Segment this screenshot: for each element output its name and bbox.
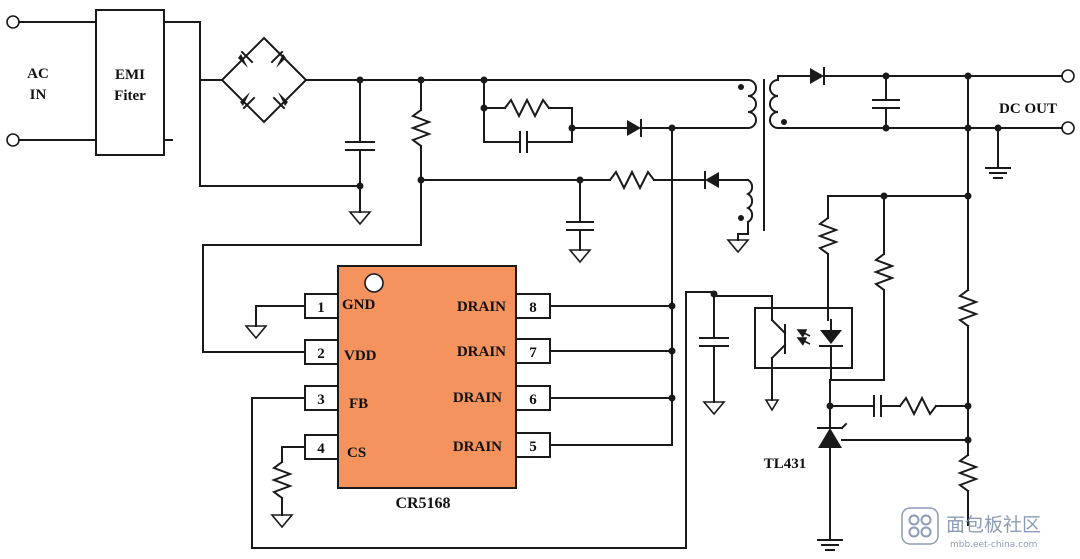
ic-pin-6: 6 DRAIN [453, 385, 551, 411]
pin-name-fb: FB [349, 396, 368, 412]
ic-pin-7: 7 DRAIN [457, 338, 551, 364]
pin-number: 8 [529, 300, 537, 316]
pin-number: 4 [317, 441, 325, 457]
tl431: TL431 [764, 379, 848, 551]
pin-name-vdd: VDD [344, 348, 377, 364]
ic-pin-8: 8 DRAIN [457, 293, 551, 319]
aux-supply [420, 169, 749, 264]
watermark-url: mbb.eet-china.com [950, 540, 1037, 550]
pin-number: 3 [317, 392, 325, 408]
pin-number: 7 [529, 345, 537, 361]
pin-name-drain: DRAIN [457, 344, 506, 360]
pin-name-gnd: GND [342, 297, 376, 313]
pin-number: 6 [529, 392, 537, 408]
cr5168-ic: 1 GND 2 VDD 3 FB 4 CS 8 DRAIN 7 DRAIN [304, 265, 551, 512]
pin-name-drain: DRAIN [457, 299, 506, 315]
ac-in-label-1: AC [27, 66, 49, 82]
ic-part-label: CR5168 [395, 495, 450, 512]
bulk-capacitor [345, 76, 375, 226]
pin-name-drain: DRAIN [453, 390, 502, 406]
ac-in-label-2: IN [30, 87, 47, 103]
ic-pin-2: 2 VDD [304, 339, 377, 365]
pin-name-cs: CS [347, 445, 366, 461]
ac-input: AC IN [6, 15, 97, 147]
pin-number: 1 [317, 300, 325, 316]
tl431-label: TL431 [764, 456, 807, 472]
bridge-rectifier [199, 36, 491, 187]
emi-filter: EMI Fiter [95, 9, 201, 156]
dc-out-label: DC OUT [999, 101, 1057, 117]
pin-name-drain: DRAIN [453, 439, 502, 455]
ic-pin-4: 4 CS [304, 434, 366, 461]
ic-pin-1: 1 GND [304, 293, 376, 319]
fb-path [251, 290, 773, 549]
pin-number: 2 [317, 346, 325, 362]
watermark-text: 面包板社区 [946, 514, 1041, 536]
rcd-snubber [480, 76, 676, 153]
emi-label-2: Fiter [114, 88, 146, 104]
watermark-logo-icon [901, 507, 939, 545]
ic-externals [244, 127, 676, 529]
feedback-network [817, 75, 979, 526]
transformer [489, 75, 969, 254]
optocoupler [754, 295, 853, 412]
ic-pin-5: 5 DRAIN [453, 432, 551, 458]
output-stage: DC OUT [807, 67, 1075, 179]
ic-pin-3: 3 FB [304, 385, 368, 412]
pin-number: 5 [529, 439, 537, 455]
watermark: 面包板社区 mbb.eet-china.com [901, 507, 1041, 550]
emi-label-1: EMI [115, 67, 145, 83]
